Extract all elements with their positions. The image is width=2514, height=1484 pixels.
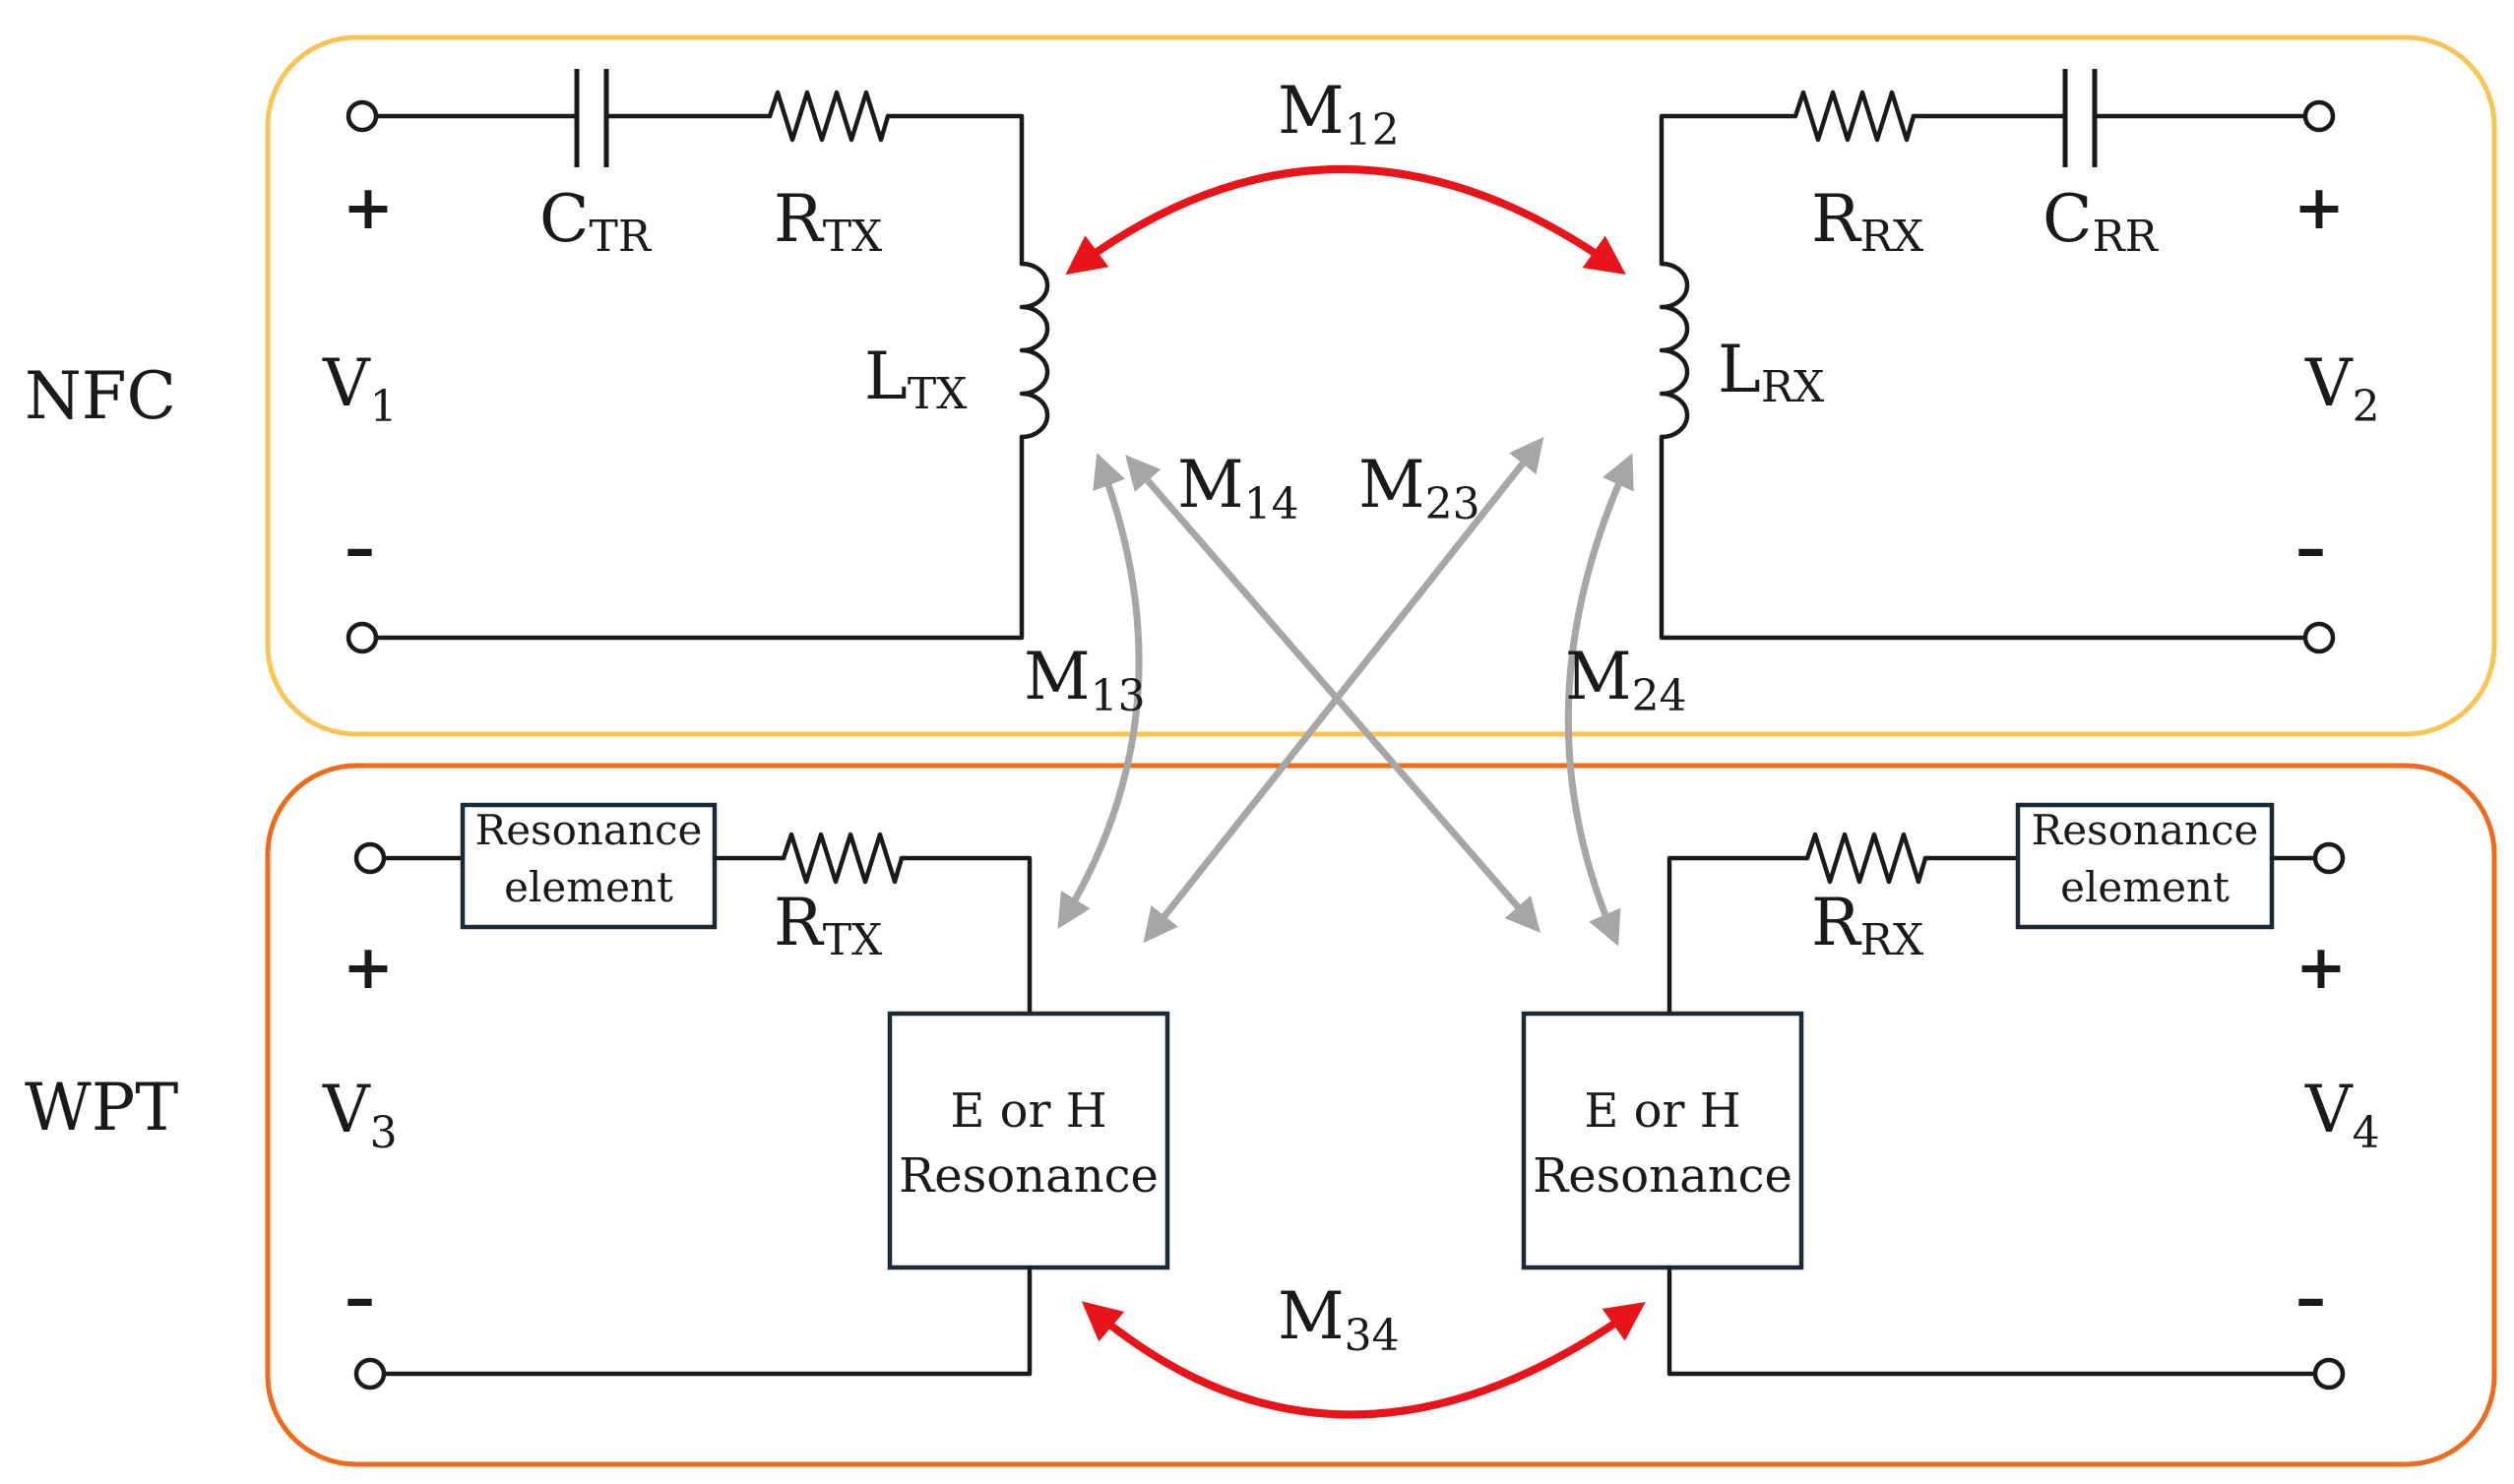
wpt-side-label: WPT [25,1070,178,1145]
wpt-rx-minus: – [2295,1262,2326,1333]
wpt-rx-resonance-element-box [2015,802,2275,930]
wpt-tx-resonance-element-line1: Resonance [475,806,703,854]
wpt-tx-top-wire-c [899,855,1033,1017]
nfc-tx-voltage-label: V1 [322,345,398,432]
wpt-rx-voltage-label: V4 [2304,1072,2380,1158]
m23-label: M23 [1358,447,1480,529]
m12-coupling-arrow [1065,165,1626,276]
wpt-rx-bottom-wire [1666,1265,2318,1377]
wpt-tx-resistor-label: RTX [774,885,883,965]
nfc-rx-terminal-top [2302,99,2336,133]
m24-coupling-arrow [1564,453,1634,947]
m12-label: M12 [1278,73,1400,155]
nfc-tx-resistor-label: RTX [774,181,883,262]
nfc-tx-inductor [1019,261,1050,440]
wpt-tx-resonance-element-box [460,802,718,930]
m24-label: M24 [1565,639,1687,721]
wpt-rx-resonator-line2: Resonance [1533,1148,1792,1204]
nfc-tx-resistor [767,90,891,143]
wpt-rx-resonance-element-line1: Resonance [2032,806,2259,854]
m14-coupling-arrow [1125,455,1540,933]
nfc-tx-circuit [346,69,1050,654]
wpt-rx-top-wire-a [1666,855,1810,1017]
nfc-tx-minus: – [345,512,375,584]
wpt-tx-plus: + [343,931,394,1003]
wpt-rx-plus: + [2295,931,2347,1003]
nfc-rx-voltage-label: V2 [2304,345,2380,432]
nfc-rx-inductor [1659,261,1690,440]
wpt-tx-resonator-line1: E or H [950,1083,1106,1139]
nfc-rx-capacitor-label: CRR [2043,181,2160,262]
nfc-rx-minus: – [2295,512,2326,584]
nfc-tx-capacitor-label: CTR [539,181,653,262]
wpt-tx-resonator-line2: Resonance [899,1148,1159,1204]
nfc-tx-inductor-label: LTX [864,339,968,419]
wpt-rx-resistor-label: RRX [1811,885,1924,965]
wpt-rx-circuit [1521,802,2346,1391]
wpt-tx-resistor [781,832,905,885]
nfc-side-label: NFC [25,358,176,434]
nfc-rx-inductor-label: LRX [1718,332,1825,412]
wpt-rx-resistor [1804,832,1928,885]
nfc-rx-plus: + [2294,171,2345,243]
wpt-rx-terminal-top [2312,841,2346,875]
wpt-tx-minus: – [345,1262,375,1333]
nfc-rx-resistor-label: RRX [1811,181,1924,262]
wpt-rx-resonator-box [1521,1011,1804,1270]
m34-label: M34 [1278,1278,1400,1361]
nfc-tx-plus: + [343,171,394,243]
nfc-tx-terminal-top [346,99,379,133]
wpt-tx-bottom-wire [381,1265,1033,1377]
nfc-rx-circuit [1659,69,2336,654]
m34-coupling-arrow [1081,1301,1646,1419]
m14-label: M14 [1177,447,1299,529]
nfc-rx-resistor [1792,90,1917,143]
nfc-rx-top-wire-a [1659,113,1798,267]
wpt-tx-terminal-top [353,841,387,875]
nfc-tx-top-wire-c [885,113,1025,267]
wpt-rx-resonance-element-line2: element [2060,863,2230,911]
wpt-tx-circuit [353,802,1170,1391]
wpt-tx-terminal-bottom [353,1357,387,1391]
m23-coupling-arrow [1143,436,1544,944]
nfc-rx-terminal-bottom [2302,621,2336,654]
wpt-rx-terminal-bottom [2312,1357,2346,1391]
wpt-tx-resonance-element-line2: element [504,863,673,911]
nfc-rx-bottom-wire [1659,434,2308,641]
nfc-tx-terminal-bottom [346,621,379,654]
wpt-tx-voltage-label: V3 [322,1072,398,1158]
nfc-tx-bottom-wire [373,434,1025,641]
wpt-rx-resonator-line1: E or H [1584,1083,1740,1139]
m13-label: M13 [1024,639,1146,721]
wpt-tx-resonator-box [887,1011,1170,1270]
